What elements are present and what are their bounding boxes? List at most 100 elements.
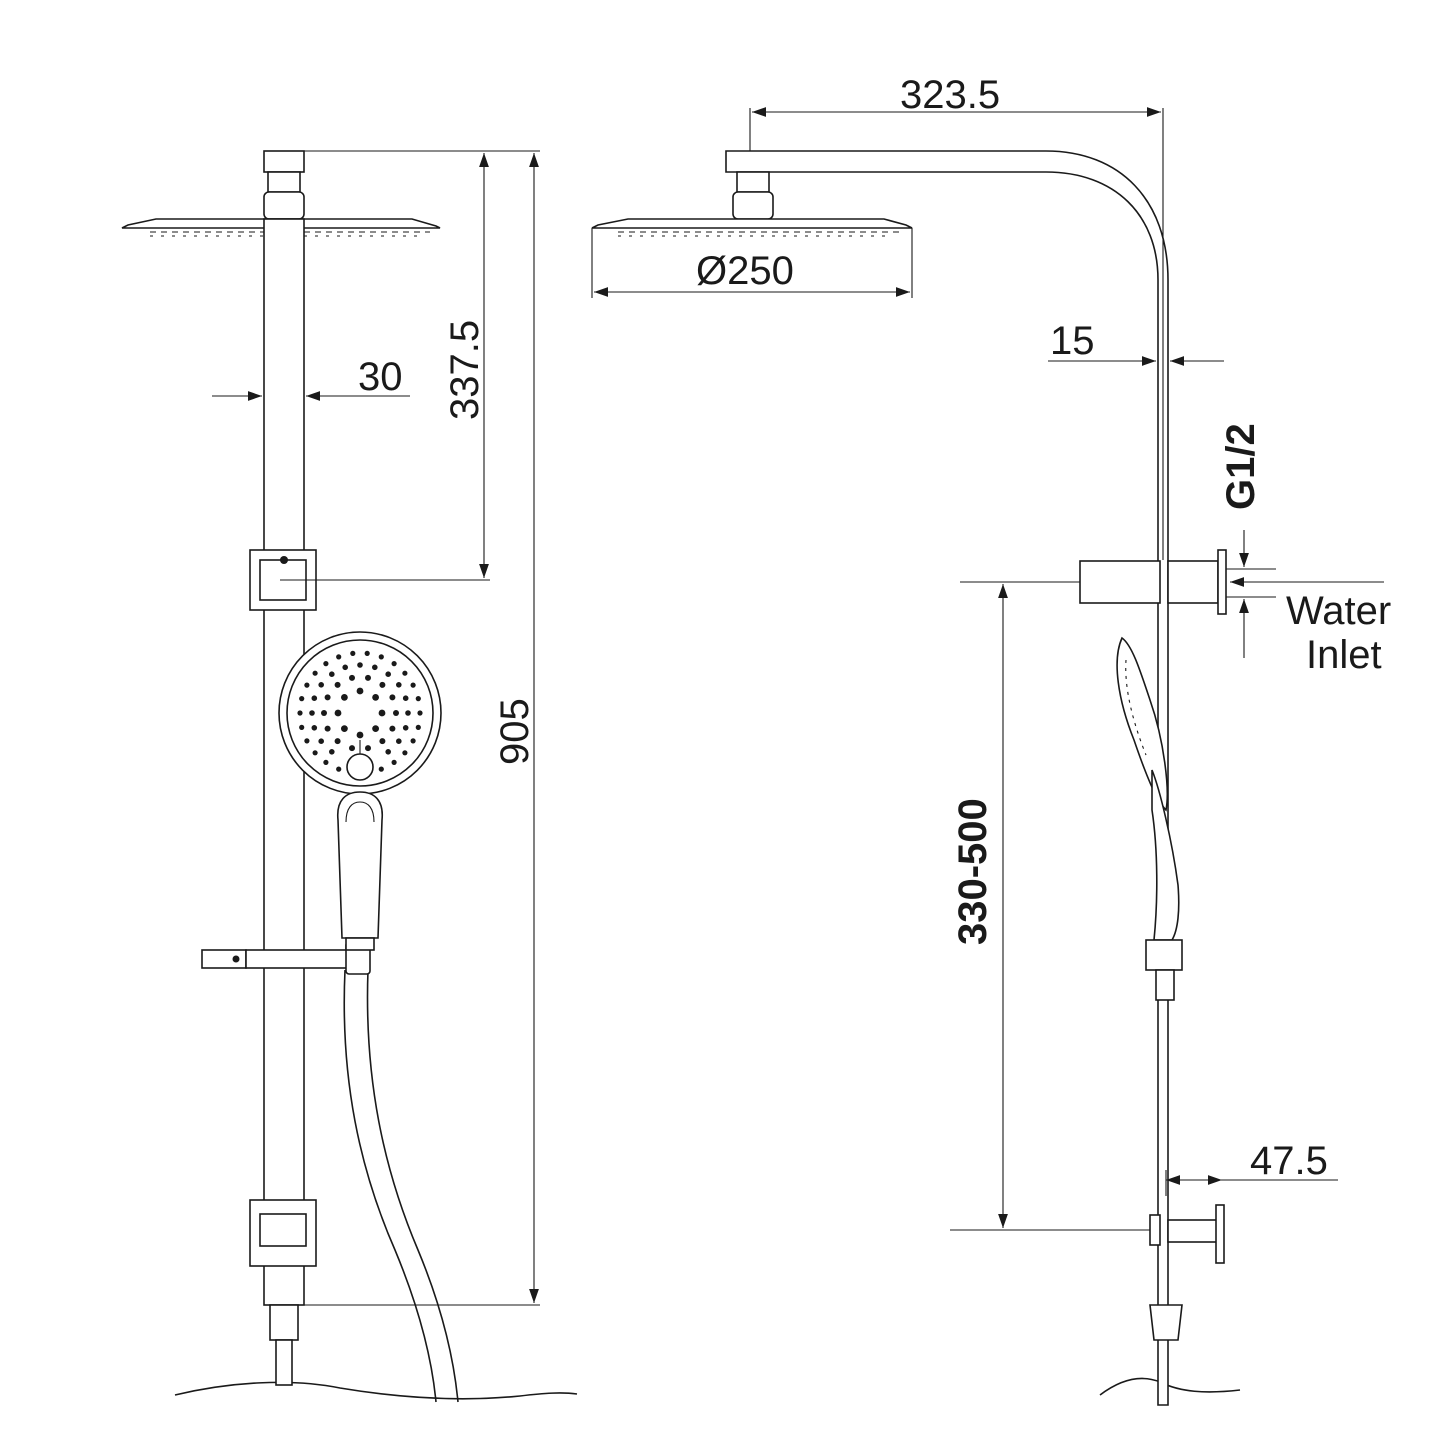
nozzle-dot [318, 682, 325, 688]
dim-head-diameter-label: Ø250 [696, 249, 794, 293]
nozzle-dot [334, 681, 341, 688]
nozzle-dot [391, 759, 397, 766]
nozzle-dot [323, 759, 329, 766]
swivel-joint-upper [267, 171, 301, 193]
nozzle-dot [312, 750, 318, 756]
nozzle-dot [297, 710, 303, 716]
shower-arm [725, 150, 1169, 1406]
nozzle-dot [299, 724, 305, 731]
side-swivel-lower [732, 191, 774, 220]
soap-dish-screw [232, 955, 240, 963]
dim-bracket-adjust-label: 330-500 [951, 798, 995, 945]
hand-shower-face [286, 639, 434, 787]
nozzle-dot [299, 696, 305, 702]
dim-bracket-adjust: 330-500 [950, 581, 1150, 1231]
nozzle-dot [378, 654, 384, 660]
lower-bracket-inner [259, 1213, 307, 1247]
hand-shower-handle [336, 791, 384, 939]
hose-outer-right [366, 969, 459, 1403]
dim-arm-reach-label: 323.5 [900, 73, 1000, 117]
nozzle-dot [389, 725, 396, 732]
nozzle-dot [304, 738, 310, 744]
nozzle-dot [312, 670, 318, 676]
nozzle-dot [342, 664, 349, 671]
upper-bracket-screw [280, 556, 288, 564]
dim-arm-reach: 323.5 [749, 73, 1164, 560]
nozzle-dot [415, 724, 421, 731]
nozzle-dot [385, 749, 392, 755]
nozzle-dot [349, 674, 355, 681]
side-holder [1145, 939, 1183, 971]
dim-head-diameter: Ø250 [591, 228, 913, 298]
inlet-elbow [1167, 560, 1219, 604]
nozzle-dot [336, 766, 342, 772]
handle-neck-line [345, 801, 375, 823]
side-bottom-outlet [1149, 1304, 1183, 1341]
nozzle-dot [402, 750, 408, 756]
nozzle-dot [372, 664, 378, 671]
nozzle-dot [402, 725, 409, 731]
bottom-pipe [275, 1339, 293, 1386]
nozzle-dot [372, 725, 379, 732]
dim-overall-height: 905 [304, 150, 540, 1306]
inlet-flange [1217, 549, 1227, 615]
nozzle-dot [389, 694, 396, 701]
nozzle-dot [402, 695, 409, 701]
dim-head-to-bracket-label: 337.5 [443, 320, 487, 420]
side-swivel-upper [736, 171, 770, 193]
rain-shower-head-side [591, 218, 913, 229]
nozzle-dot [396, 738, 402, 744]
nozzle-dot [405, 710, 411, 716]
nozzle-dot [379, 681, 386, 688]
nozzle-dot [396, 682, 402, 688]
top-connector-block [263, 150, 305, 173]
nozzle-dot [329, 671, 335, 677]
nozzle-dot [410, 738, 416, 744]
nozzle-dot [311, 695, 318, 701]
dim-arm-offset-label: 15 [1050, 319, 1095, 363]
floor-line-front [174, 1381, 578, 1400]
nozzle-dot [364, 650, 370, 657]
side-lower-flange [1215, 1204, 1225, 1264]
nozzle-dot [402, 670, 408, 676]
nozzle-dot [357, 662, 363, 668]
nozzle-dot [324, 725, 331, 732]
side-view: 323.5 Ø250 15 G1/2 Water Inlet [591, 73, 1391, 1406]
nozzle-dot [410, 682, 416, 688]
side-nozzle-row [1125, 659, 1147, 756]
nozzle-dot [391, 661, 397, 667]
dim-rail-width-label: 30 [358, 355, 403, 399]
nozzle-dot [385, 671, 392, 677]
dim-rail-width: 30 [212, 355, 410, 401]
nozzle-dot [415, 696, 421, 702]
nozzle-dot [378, 766, 384, 772]
hose-outer-left [343, 969, 437, 1403]
front-view: 30 337.5 905 [121, 150, 578, 1403]
nozzle-dot [334, 738, 341, 745]
nozzle-dot [417, 710, 423, 716]
dim-wall-offset-label: 47.5 [1250, 1139, 1328, 1183]
nozzle-dot [321, 710, 327, 716]
hand-shower-side-handle [1151, 769, 1180, 941]
nozzle-dot [379, 738, 386, 745]
dim-head-to-bracket: 337.5 [280, 150, 490, 581]
dim-overall-height-label: 905 [493, 698, 537, 765]
nozzle-dot [311, 725, 318, 731]
side-lower-clip [1149, 1214, 1161, 1246]
dim-inlet-thread: G1/2 [1219, 423, 1276, 658]
nozzle-dot [378, 709, 386, 717]
nozzle-dot [323, 661, 329, 667]
side-holder-stem [1155, 969, 1175, 1001]
hand-shower-nozzles [297, 650, 423, 772]
water-inlet-label-line1: Water [1286, 589, 1391, 633]
hose-connector [345, 937, 375, 951]
nozzle-dot [329, 749, 335, 755]
nozzle-dot [356, 687, 364, 695]
nozzle-dot [304, 682, 310, 688]
floor-line-side [1099, 1377, 1241, 1396]
dim-inlet-thread-label: G1/2 [1219, 423, 1263, 510]
water-inlet-indicator: Water Inlet [1230, 577, 1391, 677]
water-inlet-label-line2: Inlet [1306, 633, 1382, 677]
swivel-joint-lower [263, 191, 305, 220]
